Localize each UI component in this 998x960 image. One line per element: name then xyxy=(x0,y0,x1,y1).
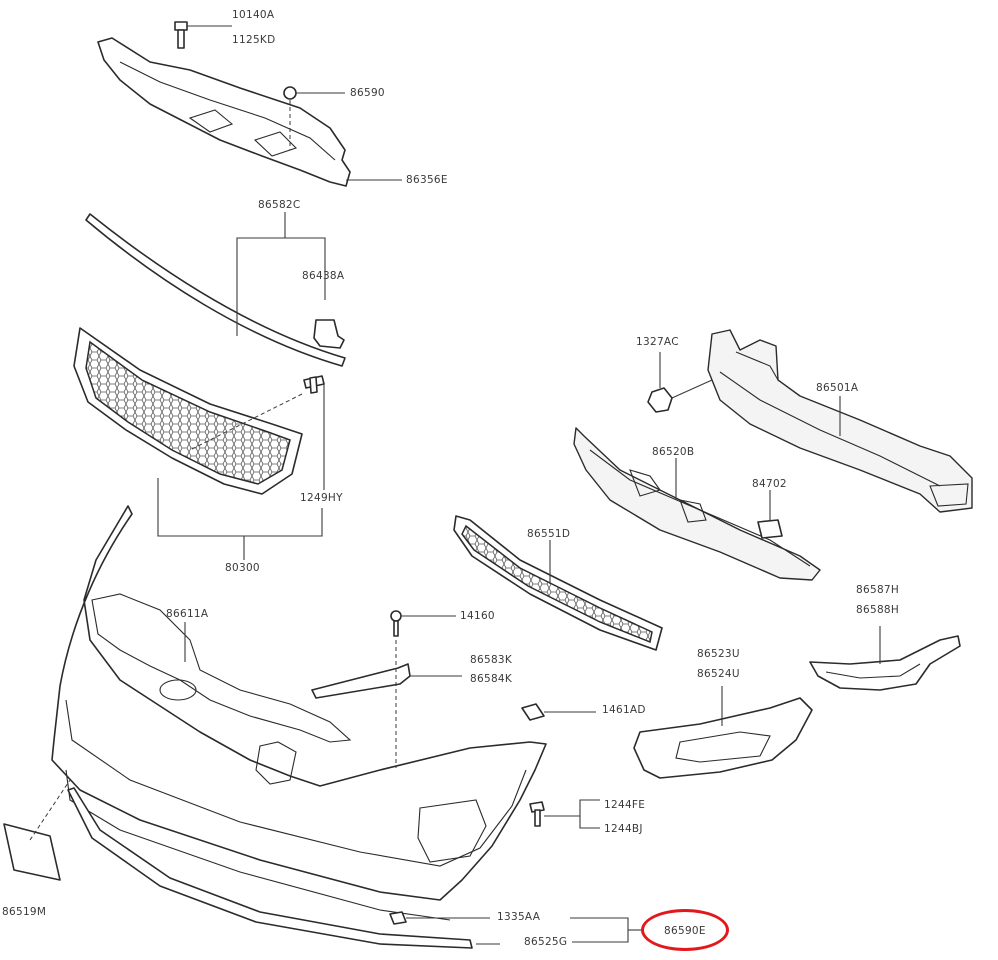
part-label-86587h: 86587H xyxy=(856,584,900,596)
part-label-86584k: 86584K xyxy=(470,673,513,685)
radiator-grille xyxy=(73,327,303,495)
lower-grille xyxy=(453,515,663,651)
part-label-86520b: 86520B xyxy=(652,446,695,458)
screw-14160 xyxy=(390,610,456,768)
screw-1244fe xyxy=(529,799,600,829)
fog-lamp-cover xyxy=(633,686,813,779)
license-plate-bracket xyxy=(3,779,71,881)
part-label-86519m: 86519M xyxy=(2,906,47,918)
part-label-14160: 14160 xyxy=(460,610,495,622)
bolt-10140a xyxy=(174,21,232,49)
part-label-86524u: 86524U xyxy=(697,668,740,680)
upper-cover-panel xyxy=(97,37,351,187)
part-label-86582c: 86582C xyxy=(258,199,301,211)
nut-1327ac xyxy=(647,352,713,413)
part-label-86551d: 86551D xyxy=(527,528,571,540)
part-label-86438a: 86438A xyxy=(302,270,345,282)
part-label-86588h: 86588H xyxy=(856,604,900,616)
part-label-84702: 84702 xyxy=(752,478,787,490)
front-bumper-fascia xyxy=(51,505,547,921)
part-label-86356e: 86356E xyxy=(406,174,448,186)
part-label-86523u: 86523U xyxy=(697,648,740,660)
part-label-80300: 80300 xyxy=(225,562,260,574)
center-trim-piece xyxy=(311,663,462,699)
part-label-1327ac: 1327AC xyxy=(636,336,679,348)
clip-86590 xyxy=(283,86,345,150)
clip-1461ad xyxy=(521,703,596,721)
bracket-86590e xyxy=(570,917,629,943)
lower-trim-strip xyxy=(67,787,473,949)
part-label-1461ad: 1461AD xyxy=(602,704,646,716)
part-label-1125kd: 1125KD xyxy=(232,34,276,46)
part-label-86611a: 86611A xyxy=(166,608,209,620)
part-label-86590: 86590 xyxy=(350,87,385,99)
part-label-1249hy: 1249HY xyxy=(300,492,343,504)
part-label-86501a: 86501A xyxy=(816,382,859,394)
part-label-1335aa: 1335AA xyxy=(497,911,541,923)
bumper-beam xyxy=(707,329,973,513)
energy-absorber xyxy=(573,427,821,581)
clip-86438a xyxy=(313,319,345,349)
part-label-10140a: 10140A xyxy=(232,9,275,21)
bracket-86582c xyxy=(236,237,326,336)
part-label-86583k: 86583K xyxy=(470,654,513,666)
grille-molding-strip xyxy=(85,213,346,367)
screw-1249hy xyxy=(189,375,325,490)
highlight-circle xyxy=(641,909,729,951)
bracket-84702 xyxy=(757,490,783,539)
part-label-1244bj: 1244BJ xyxy=(604,823,643,835)
bracket-80300 xyxy=(157,478,323,537)
clip-1335aa xyxy=(389,911,490,925)
part-label-86525g: 86525G xyxy=(524,936,568,948)
side-bracket xyxy=(809,626,961,691)
part-label-1244fe: 1244FE xyxy=(604,799,646,811)
